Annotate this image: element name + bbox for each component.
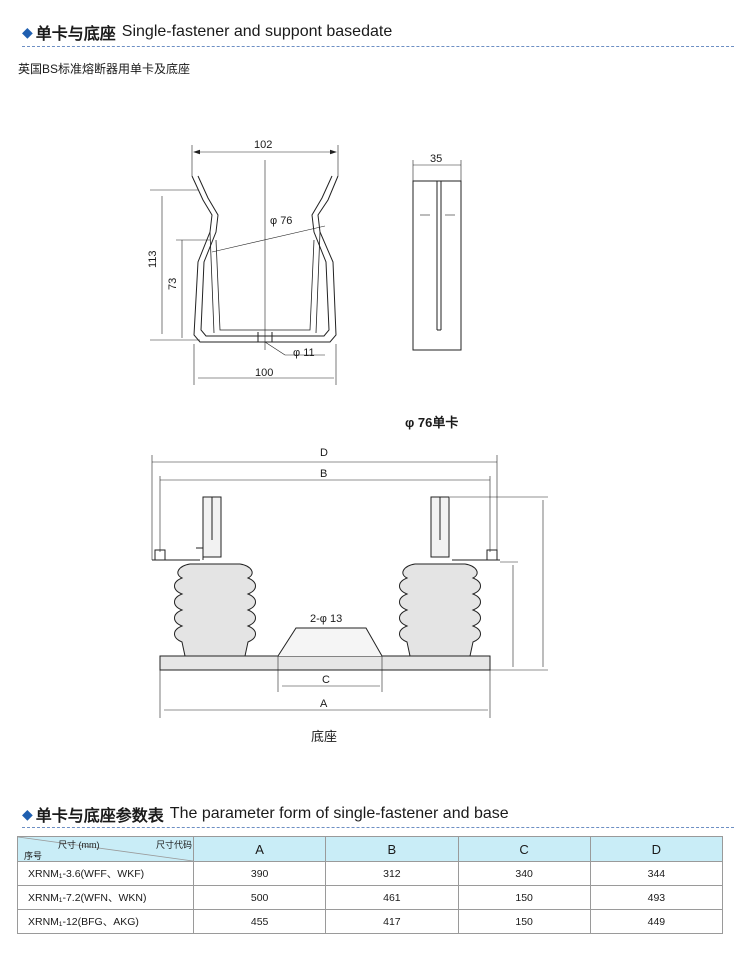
cell-B: 312 bbox=[325, 861, 459, 886]
table-row: XRNM₁-7.2(WFN、WKN) 500 461 150 493 bbox=[17, 885, 724, 910]
section-title-params: ◆ 单卡与底座参数表 The parameter form of single-… bbox=[22, 802, 509, 826]
row-model: XRNM₁-7.2(WFN、WKN) bbox=[17, 885, 194, 910]
base-caption: 底座 bbox=[311, 729, 338, 744]
section-title-cn: 单卡与底座 bbox=[35, 26, 116, 43]
dim-D: D bbox=[320, 447, 328, 459]
header-code-label: 尺寸代码 bbox=[156, 840, 193, 850]
row-model: XRNM₁-12(BFG、AKG) bbox=[17, 909, 194, 934]
base-drawing: D B 2-φ 13 C A bbox=[151, 447, 548, 718]
dim-A: A bbox=[320, 698, 328, 710]
section-title-fastener: ◆ 单卡与底座 Single-fastener and suppont base… bbox=[22, 20, 392, 44]
diamond-bullet-icon: ◆ bbox=[22, 805, 33, 822]
cell-D: 493 bbox=[589, 885, 724, 910]
dim-holes: 2-φ 13 bbox=[310, 613, 342, 625]
divider bbox=[22, 46, 734, 47]
cell-B: 461 bbox=[325, 885, 459, 910]
diamond-bullet-icon: ◆ bbox=[22, 23, 33, 40]
fastener-drawing: 102 35 φ 76 113 73 φ 11 100 bbox=[147, 139, 462, 385]
cell-C: 340 bbox=[457, 861, 591, 886]
dim-B: B bbox=[320, 468, 327, 480]
cell-A: 390 bbox=[192, 861, 327, 886]
dim-C: C bbox=[322, 674, 330, 686]
table-header-row: 尺寸 (mm) 尺寸代码 序号 A B C D bbox=[17, 836, 724, 862]
base-plate bbox=[159, 655, 491, 671]
dim-113: 113 bbox=[147, 250, 159, 268]
column-header-B: B bbox=[325, 836, 459, 862]
divider bbox=[22, 827, 734, 828]
row-model: XRNM₁-3.6(WFF、WKF) bbox=[17, 861, 194, 886]
dim-phi76: φ 76 bbox=[270, 215, 292, 227]
table-row: XRNM₁-3.6(WFF、WKF) 390 312 340 344 bbox=[17, 861, 724, 886]
fastener-caption: φ 76单卡 bbox=[405, 415, 459, 430]
right-insulator bbox=[399, 563, 481, 657]
cell-D: 344 bbox=[589, 861, 724, 886]
table-row: XRNM₁-12(BFG、AKG) 455 417 150 449 bbox=[17, 909, 724, 934]
parameter-table: 尺寸 (mm) 尺寸代码 序号 A B C D XRNM₁-3.6(WFF、WK… bbox=[17, 836, 724, 934]
column-header-D: D bbox=[589, 836, 724, 862]
cell-D: 449 bbox=[589, 909, 724, 934]
section-title-cn: 单卡与底座参数表 bbox=[35, 808, 164, 825]
section-title-en: Single-fastener and suppont basedate bbox=[121, 23, 393, 40]
cell-B: 417 bbox=[325, 909, 459, 934]
dim-73: 73 bbox=[167, 278, 179, 290]
cell-C: 150 bbox=[457, 885, 591, 910]
subtitle: 英国BS标准熔断器用单卡及底座 bbox=[18, 62, 191, 76]
header-size-label: 尺寸 (mm) bbox=[58, 840, 100, 850]
dim-phi11: φ 11 bbox=[293, 347, 315, 359]
header-corner-cell: 尺寸 (mm) 尺寸代码 序号 bbox=[17, 836, 194, 862]
cell-A: 500 bbox=[192, 885, 327, 910]
dim-100: 100 bbox=[255, 367, 273, 379]
header-no-label: 序号 bbox=[24, 851, 43, 861]
cell-C: 150 bbox=[457, 909, 591, 934]
cell-A: 455 bbox=[192, 909, 327, 934]
column-header-A: A bbox=[192, 836, 327, 862]
column-header-C: C bbox=[457, 836, 591, 862]
dim-35: 35 bbox=[430, 153, 442, 165]
dim-102: 102 bbox=[254, 139, 272, 151]
left-insulator bbox=[174, 563, 256, 657]
section-title-en: The parameter form of single-fastener an… bbox=[169, 805, 509, 822]
